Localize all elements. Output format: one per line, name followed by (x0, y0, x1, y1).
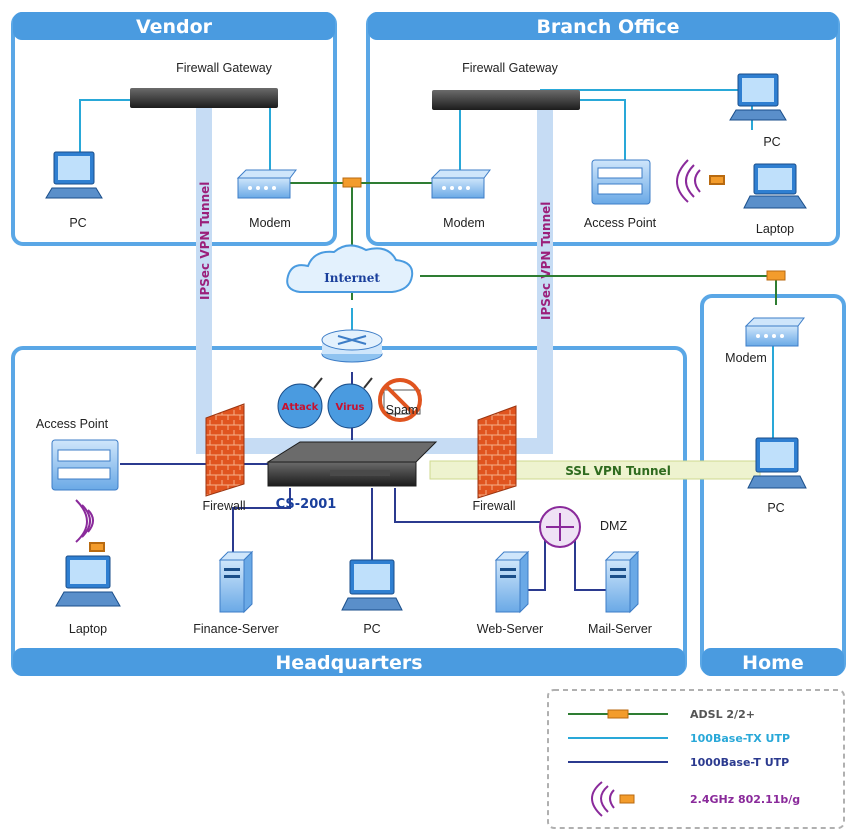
mail-server-label: Mail-Server (588, 622, 652, 636)
virus-bomb-icon: Virus (327, 377, 373, 429)
internet-label: Internet (324, 271, 380, 285)
ipsec-tunnel-right-label: IPSec VPN Tunnel (539, 202, 553, 320)
branch-firewall-gateway: Firewall Gateway (432, 61, 580, 110)
spam-label: Spam (386, 403, 419, 417)
hq-pc-label: PC (363, 622, 380, 636)
firewall-right-label: Firewall (472, 499, 515, 513)
branch-laptop-icon: Laptop (743, 163, 807, 236)
cs-2001-label: CS-2001 (276, 497, 337, 512)
vendor-firewall-gateway: Firewall Gateway (130, 61, 278, 108)
vendor-zone: Vendor (11, 12, 337, 246)
web-server-label: Web-Server (477, 622, 543, 636)
dmz-label: DMZ (600, 519, 627, 533)
branch-access-point-icon: Access Point (584, 159, 657, 230)
vendor-modem-icon: Modem (236, 169, 297, 230)
home-zone-title: Home (742, 652, 804, 674)
branch-modem-label: Modem (443, 216, 485, 230)
hq-laptop-label: Laptop (69, 622, 107, 636)
hq-ap-label: Access Point (36, 417, 109, 431)
vendor-gateway-label: Firewall Gateway (176, 61, 273, 75)
vendor-pc-icon: PC (45, 151, 103, 230)
ipsec-tunnel: IPSec VPN Tunnel IPSec VPN Tunnel (196, 104, 553, 454)
legend-100base-label: 100Base-TX UTP (690, 732, 790, 745)
firewall-left-icon: Firewall (202, 403, 246, 513)
headquarters-zone-title: Headquarters (275, 652, 422, 674)
branch-ap-label: Access Point (584, 216, 657, 230)
internet-cloud-icon: Internet (286, 244, 414, 293)
home-modem-icon: Modem (725, 317, 805, 365)
branch-pc-icon: PC (729, 73, 787, 149)
hq-laptop-icon: Laptop (55, 555, 121, 636)
branch-zone-title: Branch Office (536, 16, 679, 38)
legend: ADSL 2/2+ 100Base-TX UTP 1000Base-T UTP … (547, 689, 845, 829)
legend-item-1000base: 1000Base-T UTP (568, 756, 789, 769)
legend-wireless-label: 2.4GHz 802.11b/g (690, 793, 800, 806)
legend-adsl-label: ADSL 2/2+ (690, 708, 755, 721)
branch-laptop-label: Laptop (756, 222, 794, 236)
virus-label: Virus (336, 402, 365, 413)
router-icon (321, 329, 383, 363)
spam-blocked-icon: Spam (378, 378, 422, 422)
ipsec-tunnel-left-label: IPSec VPN Tunnel (198, 182, 212, 300)
home-pc-icon: PC (747, 437, 807, 515)
branch-pc-label: PC (763, 135, 780, 149)
branch-gateway-label: Firewall Gateway (462, 61, 559, 75)
web-server-icon: Web-Server (477, 550, 543, 636)
gigabit-links (120, 372, 610, 591)
legend-item-wireless: 2.4GHz 802.11b/g (591, 781, 800, 817)
dmz-switch-icon: DMZ (539, 506, 627, 548)
attack-bomb-icon: Attack (277, 377, 323, 429)
legend-item-100base: 100Base-TX UTP (568, 732, 790, 745)
legend-1000base-label: 1000Base-T UTP (690, 756, 789, 769)
wireless-links (75, 159, 725, 552)
firewall-left-label: Firewall (202, 499, 245, 513)
finance-server-label: Finance-Server (193, 622, 278, 636)
ssl-tunnel-label: SSL VPN Tunnel (565, 464, 671, 478)
vendor-pc-label: PC (69, 216, 86, 230)
branch-modem-icon: Modem (430, 169, 491, 230)
legend-item-adsl: ADSL 2/2+ (568, 708, 755, 721)
branch-zone: Branch Office (366, 12, 840, 246)
cs-2001-device: CS-2001 (266, 441, 438, 512)
hq-pc-icon: PC (341, 559, 403, 636)
vendor-modem-label: Modem (249, 216, 291, 230)
attack-label: Attack (282, 402, 319, 413)
vendor-zone-title: Vendor (136, 16, 213, 38)
home-pc-label: PC (767, 501, 784, 515)
firewall-right-icon: Firewall (472, 405, 517, 513)
home-modem-label: Modem (725, 351, 767, 365)
finance-server-icon: Finance-Server (193, 550, 279, 636)
mail-server-icon: Mail-Server (588, 550, 652, 636)
hq-access-point-icon: Access Point (36, 417, 119, 491)
